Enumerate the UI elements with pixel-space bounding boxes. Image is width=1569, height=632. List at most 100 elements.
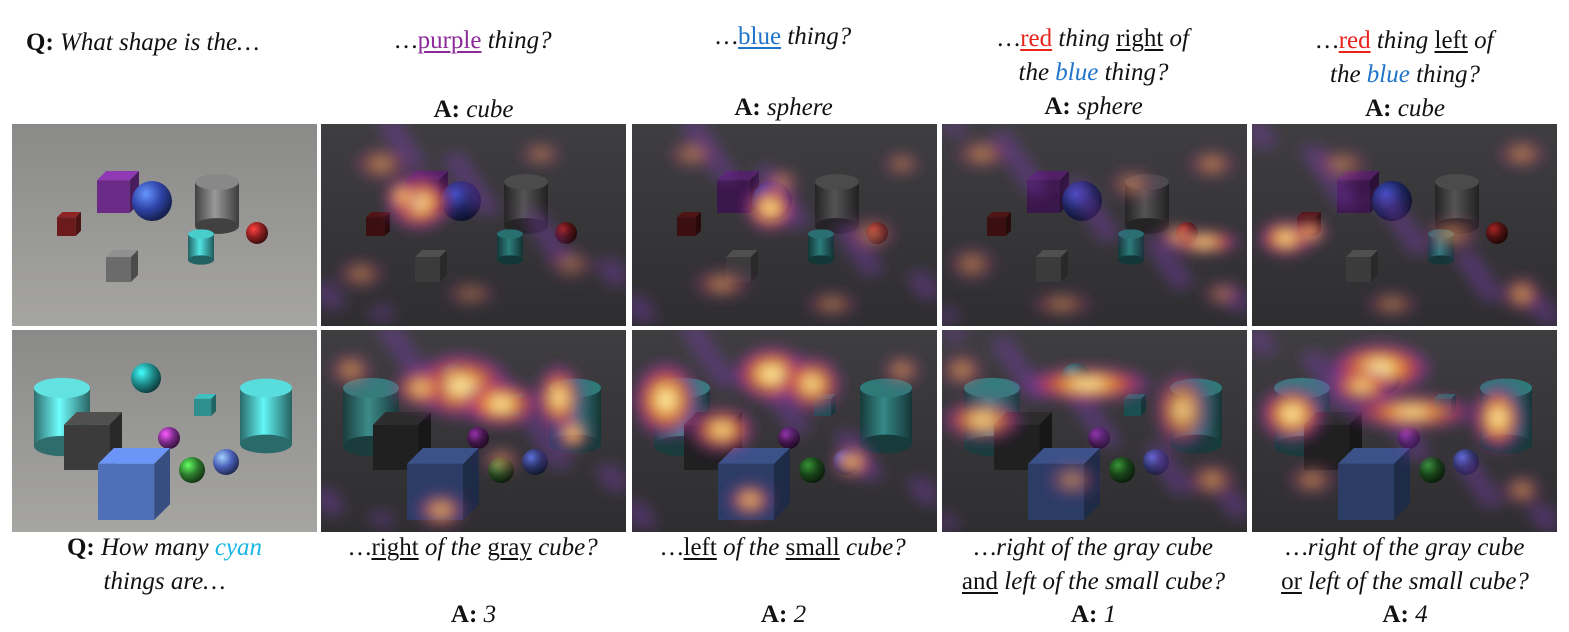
caption-text: …right of the gray cube bbox=[974, 534, 1213, 561]
color-word-blue: blue bbox=[738, 23, 782, 50]
logic-word: or bbox=[1281, 568, 1302, 595]
a-label: A: bbox=[1382, 601, 1409, 628]
a-label: A: bbox=[1070, 601, 1098, 628]
answer: 4 bbox=[1415, 601, 1428, 628]
logic-word: and bbox=[961, 568, 999, 595]
ellipsis: … bbox=[998, 25, 1021, 52]
a-label: A: bbox=[1044, 93, 1071, 120]
answer: sphere bbox=[1076, 93, 1143, 120]
answer: 3 bbox=[483, 601, 497, 628]
red-cube bbox=[677, 212, 701, 236]
attention-map-row2-col3 bbox=[942, 330, 1247, 532]
caption-text: thing? bbox=[1098, 59, 1169, 86]
gray-cube bbox=[1036, 250, 1068, 282]
scene-objects bbox=[34, 363, 292, 520]
bottom-col4-answer: A: 4 bbox=[1250, 598, 1560, 632]
caption-text: left of the small cube? bbox=[1301, 568, 1529, 595]
green-sphere bbox=[179, 457, 205, 483]
attention-heatmap bbox=[942, 330, 1247, 531]
attention-heatmap bbox=[942, 124, 1247, 325]
relation-word: right bbox=[371, 534, 419, 561]
cyan-cylinder-right bbox=[240, 378, 292, 454]
top-col2-caption: …blue thing? bbox=[630, 20, 937, 54]
ellipsis: … bbox=[395, 27, 418, 54]
top-col4-answer: A: cube bbox=[1250, 92, 1560, 126]
scene-image-row1 bbox=[12, 124, 317, 326]
red-sphere bbox=[246, 222, 268, 244]
gray-cube bbox=[726, 250, 758, 282]
bottom-col3-answer: A: 1 bbox=[940, 598, 1247, 632]
caption-text: thing? bbox=[781, 23, 852, 50]
attribute-word: gray bbox=[487, 534, 532, 561]
cyan-cylinder bbox=[497, 229, 523, 265]
a-label: A: bbox=[450, 601, 478, 628]
answer: 2 bbox=[793, 601, 807, 628]
ellipsis: … bbox=[349, 534, 372, 561]
ellipsis: … bbox=[1316, 27, 1339, 54]
color-word-red: red bbox=[1338, 27, 1371, 54]
bottom-col4-caption: …right of the gray cube or left of the s… bbox=[1250, 531, 1560, 599]
q-text: What shape is the… bbox=[60, 29, 260, 56]
bottom-question: Q: How many cyan things are… bbox=[12, 531, 317, 599]
q-text: How many bbox=[94, 534, 215, 561]
purple-sphere bbox=[158, 427, 180, 449]
gray-cube bbox=[106, 250, 138, 282]
cyan-small-cube bbox=[194, 394, 216, 416]
top-col1-answer: A: cube bbox=[320, 93, 627, 127]
attention-heatmap bbox=[632, 124, 937, 324]
attention-map-row2-col4 bbox=[1252, 330, 1557, 532]
caption-text: cube? bbox=[531, 534, 598, 561]
color-word-cyan: cyan bbox=[214, 534, 263, 561]
bottom-col1-caption: …right of the gray cube? bbox=[320, 531, 627, 565]
relation-word: left bbox=[683, 534, 717, 561]
cyan-cylinder bbox=[808, 229, 834, 265]
caption-text: cube? bbox=[839, 534, 906, 561]
answer: sphere bbox=[766, 94, 833, 121]
color-word-blue: blue bbox=[1366, 61, 1410, 88]
top-col1-caption: …purple thing? bbox=[320, 24, 627, 58]
top-col2-answer: A: sphere bbox=[630, 91, 937, 125]
gray-cylinder bbox=[195, 174, 239, 234]
attention-map-row2-col2 bbox=[632, 330, 937, 532]
gray-cube bbox=[1346, 250, 1378, 282]
red-sphere bbox=[1486, 222, 1508, 244]
ellipsis: … bbox=[661, 534, 684, 561]
top-col4-caption: …red thing left of the blue thing? bbox=[1250, 24, 1560, 92]
attention-heatmap bbox=[321, 330, 626, 528]
attention-map-row1-col1 bbox=[321, 124, 626, 326]
blue-sphere bbox=[522, 449, 548, 475]
caption-text: of the bbox=[716, 534, 786, 561]
scene-objects bbox=[57, 171, 268, 282]
color-word-purple: purple bbox=[417, 27, 482, 54]
caption-text: the bbox=[1330, 61, 1367, 88]
attribute-word: small bbox=[785, 534, 840, 561]
attention-map-row1-col2 bbox=[632, 124, 937, 326]
attention-heatmap bbox=[321, 124, 626, 322]
cyan-cylinder bbox=[188, 229, 214, 265]
purple-cube bbox=[97, 171, 139, 213]
blue-cube bbox=[98, 448, 170, 520]
red-cube bbox=[57, 212, 81, 236]
caption-text: thing bbox=[1052, 25, 1117, 52]
cyan-small-cube bbox=[1124, 394, 1146, 416]
caption-text: thing? bbox=[1409, 61, 1480, 88]
attention-map-row1-col3 bbox=[942, 124, 1247, 326]
caption-text: thing? bbox=[481, 27, 552, 54]
green-sphere bbox=[1109, 457, 1135, 483]
blue-sphere bbox=[132, 181, 172, 221]
q-label: Q: bbox=[66, 534, 95, 561]
green-sphere bbox=[1419, 457, 1445, 483]
relation-word: left bbox=[1434, 27, 1468, 54]
color-word-red: red bbox=[1020, 25, 1053, 52]
blue-sphere bbox=[213, 449, 239, 475]
red-cube bbox=[987, 212, 1011, 236]
bottom-col3-caption: …right of the gray cube and left of the … bbox=[940, 531, 1247, 599]
attention-map-row1-col4 bbox=[1252, 124, 1557, 326]
scene-image-row2 bbox=[12, 330, 317, 532]
cyan-cylinder bbox=[1118, 229, 1144, 265]
gray-cube bbox=[415, 250, 447, 282]
red-cube bbox=[366, 212, 390, 236]
caption-text: of bbox=[1467, 27, 1494, 54]
caption-text: left of the small cube? bbox=[998, 568, 1226, 595]
caption-text: thing bbox=[1370, 27, 1435, 54]
